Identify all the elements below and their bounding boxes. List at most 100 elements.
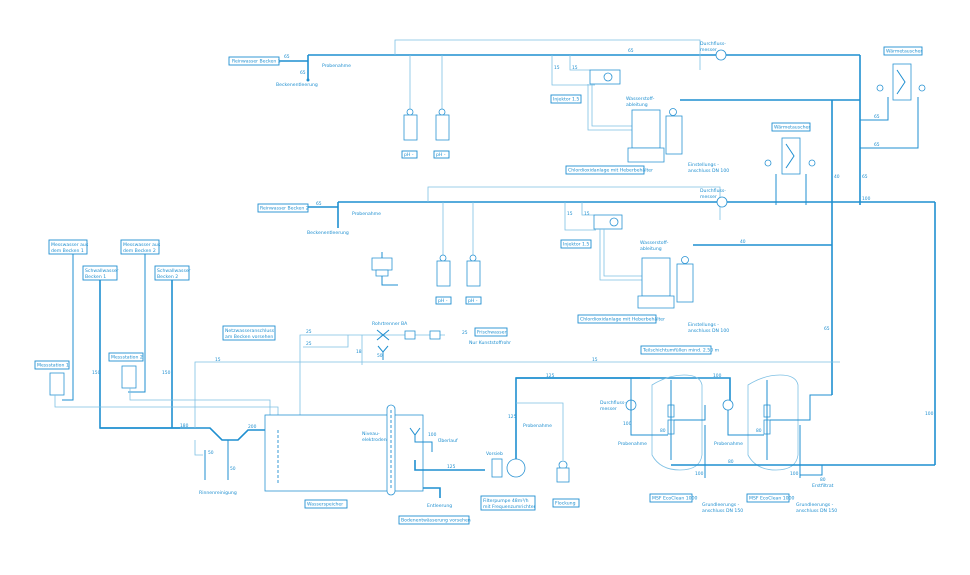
messstation-2-unit — [121, 365, 137, 389]
niveau-label: Niveau- — [362, 431, 380, 437]
frischwasser-label: Frischwasser — [477, 330, 506, 336]
pipe-size-label: 50 — [377, 353, 383, 359]
filterpumpe — [506, 458, 526, 478]
pipe-size-label: 65 — [284, 54, 290, 60]
netzwasser-label: Netzwasseranschluss — [225, 328, 275, 334]
ph-sensor-1: pH - — [401, 108, 418, 159]
messstation-2-label: Messstation 2 — [111, 355, 143, 361]
chlordioxid-1-tank — [631, 109, 661, 149]
bodenentwaesserung-label: Bodenentwässerung vorsehen — [401, 518, 471, 524]
flow-meter-2 — [716, 196, 728, 208]
grundleerungs-2-label: Grundleerungs - — [796, 502, 834, 508]
ph-sensor-4: pH - — [465, 254, 482, 305]
ueberlauf-label: Überlauf — [438, 437, 458, 444]
grundleerungs-2-label-b: anschluss DN 150 — [796, 508, 837, 514]
flow-meter-1 — [715, 49, 727, 61]
filter-2: MSF EcoClean 1000 — [746, 374, 799, 503]
erstfiltrat-label: Erstfiltrat — [812, 483, 834, 489]
pipe-size-label: 150 — [92, 370, 101, 376]
wasserstoff-label-1: Wasserstoff- — [626, 96, 655, 102]
wasserstoff-label-2: Wasserstoff- — [640, 240, 669, 246]
reinwasser-becken-1-label: Reinwasser Becken 1 — [232, 59, 281, 65]
pipe-size-label: 150 — [162, 370, 171, 376]
rinnenreinigung-label: Rinnenreinigung — [199, 490, 237, 496]
pipe-size-label: 15 — [567, 211, 573, 217]
ph-sensor-2: pH - — [433, 108, 450, 159]
flow-meter-4 — [722, 399, 734, 411]
pipe-size-label: 15 — [554, 65, 560, 71]
filterpumpe-label: Filterpumpe 48m³/h — [483, 498, 529, 504]
chlordioxid-1-label: Chlordioxidanlage mit Heberbehälter — [568, 168, 653, 174]
pipe-size-label: 100 — [925, 411, 934, 417]
einstellungs-label-1b: anschluss DN 100 — [688, 168, 729, 174]
niveau-label-b: elektroden — [362, 437, 387, 443]
probenahme-label-3: Probenahme — [523, 423, 552, 429]
pipe-size-label: 100 — [862, 196, 871, 202]
einstellungs-label-2b: anschluss DN 100 — [688, 328, 729, 334]
rohrtrenner-label: Rohrtrenner BA — [372, 321, 408, 327]
durchfluss-label-2: Durchfluss- — [700, 188, 726, 194]
pipe-size-label: 65 — [874, 114, 880, 120]
pipe-size-label: 125 — [508, 414, 517, 420]
pipe-size-label: 100 — [623, 421, 632, 427]
wasserstoff-label-1b: ableitung — [626, 102, 648, 108]
vorsieb — [491, 458, 503, 478]
messwasser-2-label: Messwasser aus — [123, 242, 161, 248]
probenahme-filter-2-label: Probenahme — [714, 441, 743, 447]
ph-label-1: pH - — [404, 152, 414, 158]
reinwasser-becken-2-label: Reinwasser Becken 2 — [260, 206, 309, 212]
waermetauscher-1-label: Wärmetauscher — [886, 49, 922, 55]
heat-exchanger-1 — [892, 63, 912, 101]
durchfluss-label-3: Durchfluss- — [600, 400, 626, 406]
pipe-size-label: 65 — [628, 48, 634, 54]
schwallwasser-1-label: Schwallwasser — [85, 268, 119, 274]
chlordioxid-2-label: Chlordioxidanlage mit Heberbehälter — [580, 317, 665, 323]
pipe-size-label: 15 — [592, 357, 598, 363]
durchfluss-label-1b: messer — [700, 47, 717, 53]
teilschicht-label: Teilschichtumfüllen mind. 2.50 m — [642, 348, 720, 354]
pipe-size-label: 65 — [874, 142, 880, 148]
messstation-1-label: Messstation 1 — [37, 363, 69, 369]
pipe-size-label: 100 — [428, 432, 437, 438]
pipe-size-label: 25 — [306, 341, 312, 347]
pipe-size-label: 65 — [300, 70, 306, 76]
pipe-size-label: 180 — [180, 423, 189, 429]
ph-label-2: pH - — [436, 152, 446, 158]
grundleerungs-1-label: Grundleerungs - — [702, 502, 740, 508]
pipe-size-label: 40 — [740, 239, 746, 245]
wasserspeicher-label: Wasserspeicher — [307, 502, 343, 508]
wasserspeicher-tank — [264, 414, 424, 492]
rohrtrenner-valve — [376, 329, 390, 341]
messwasser-1-label-b: dem Becken 1 — [51, 248, 84, 254]
pipe-size-label: 80 — [660, 428, 666, 434]
durchfluss-label-1: Durchfluss- — [700, 41, 726, 47]
ph-sensor-3: pH - — [435, 254, 452, 305]
waermetauscher-2-label: Wärmetauscher — [774, 125, 810, 131]
pipe-size-label: 80 — [728, 459, 734, 465]
durchfluss-label-2b: messer — [700, 194, 717, 200]
filter-2-label: MSF EcoClean 1000 — [749, 496, 794, 502]
pipe-size-label: 15 — [215, 357, 221, 363]
pipe-size-label: 40 — [834, 174, 840, 180]
ph-label-3: pH - — [438, 298, 448, 304]
pipe-size-label: 50 — [208, 450, 214, 456]
pipe-size-label: 15 — [572, 65, 578, 71]
flockung-unit — [556, 467, 570, 483]
beckenentleerung-label-2: Beckenentleerung — [307, 230, 349, 236]
schwallwasser-2-label: Schwallwasser — [157, 268, 191, 274]
flockung-label: Flockung — [555, 501, 576, 507]
injektor-2-label: Injektor 1.5 — [563, 242, 589, 248]
pipe-size-label: 25 — [306, 329, 312, 335]
pipe-size-label: 65 — [862, 174, 868, 180]
pipe-size-label: 15 — [584, 211, 590, 217]
injektor-1-label: Injektor 1.5 — [553, 97, 579, 103]
einstellungs-label-2: Einstellungs - — [688, 322, 719, 328]
pipe-size-label: 50 — [230, 466, 236, 472]
pipe-size-label: 200 — [248, 424, 257, 430]
reinwasser-becken-1-group: Reinwasser Becken 1 65 65 Probenahme Bec… — [228, 54, 860, 88]
wasserstoff-label-2b: ableitung — [640, 246, 662, 252]
probenahme-label-1: Probenahme — [322, 63, 351, 69]
probenahme-filter-1-label: Probenahme — [618, 441, 647, 447]
chlordioxid-2-tank — [641, 257, 671, 297]
